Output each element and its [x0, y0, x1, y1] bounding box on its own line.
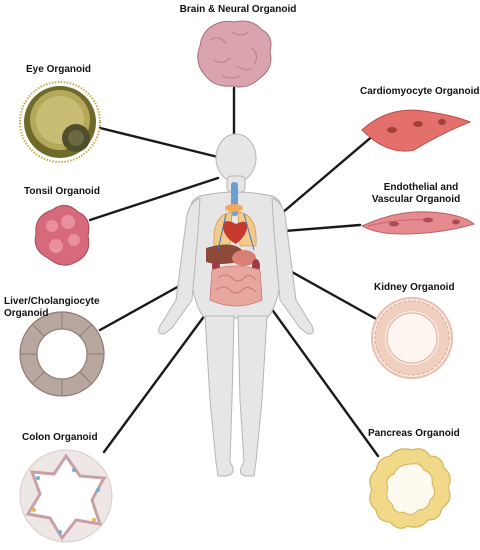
head	[215, 133, 257, 183]
pancreas-organoid-icon	[369, 448, 451, 529]
intestine-coils	[215, 274, 257, 294]
endothelial-organoid-label-line2: Vascular Organoid	[371, 194, 461, 205]
connector-eye	[98, 126, 224, 160]
eye-organoid-icon	[19, 81, 101, 163]
heart-icon	[223, 221, 248, 244]
left-leg	[204, 315, 235, 477]
blood-vessels-icon	[217, 213, 255, 251]
endothelial-organoid-label-line1: Endothelial and	[383, 182, 459, 193]
thyroid-icon	[225, 204, 243, 212]
colon-organoid-label: Colon Organoid	[22, 432, 98, 443]
pancreas-organoid-label: Pancreas Organoid	[368, 428, 460, 439]
colon-organoid-icon	[19, 449, 113, 543]
endothelial-organoid-icon	[360, 211, 476, 235]
cardiomyocyte-organoid-label: Cardiomyocyte Organoid	[360, 86, 480, 97]
tonsil-organoid-label: Tonsil Organoid	[24, 186, 100, 197]
kidney-organoid-label: Kidney Organoid	[374, 282, 455, 293]
right-arm	[271, 197, 314, 335]
connector-colon	[102, 290, 224, 454]
tonsil-organoid-icon	[34, 205, 90, 266]
intestines-icon	[209, 265, 263, 307]
right-leg	[237, 315, 268, 477]
stomach-icon	[232, 250, 256, 266]
eye-organoid-label: Eye Organoid	[26, 64, 92, 75]
kidney-organoid-icon	[371, 297, 453, 379]
internal-organs	[206, 182, 263, 307]
left-arm	[158, 197, 201, 335]
brain-organoid-label: Brain & Neural Organoid	[179, 4, 297, 15]
liver-organoid-label-line2: Organoid	[4, 308, 49, 319]
liver-organoid-icon	[19, 311, 105, 397]
connector-tonsil	[88, 176, 220, 222]
liver-organoid-label-line1: Liver/Cholangiocyte	[4, 296, 100, 307]
cardiomyocyte-organoid-icon	[361, 109, 472, 152]
brain-organoid-icon	[197, 20, 272, 88]
